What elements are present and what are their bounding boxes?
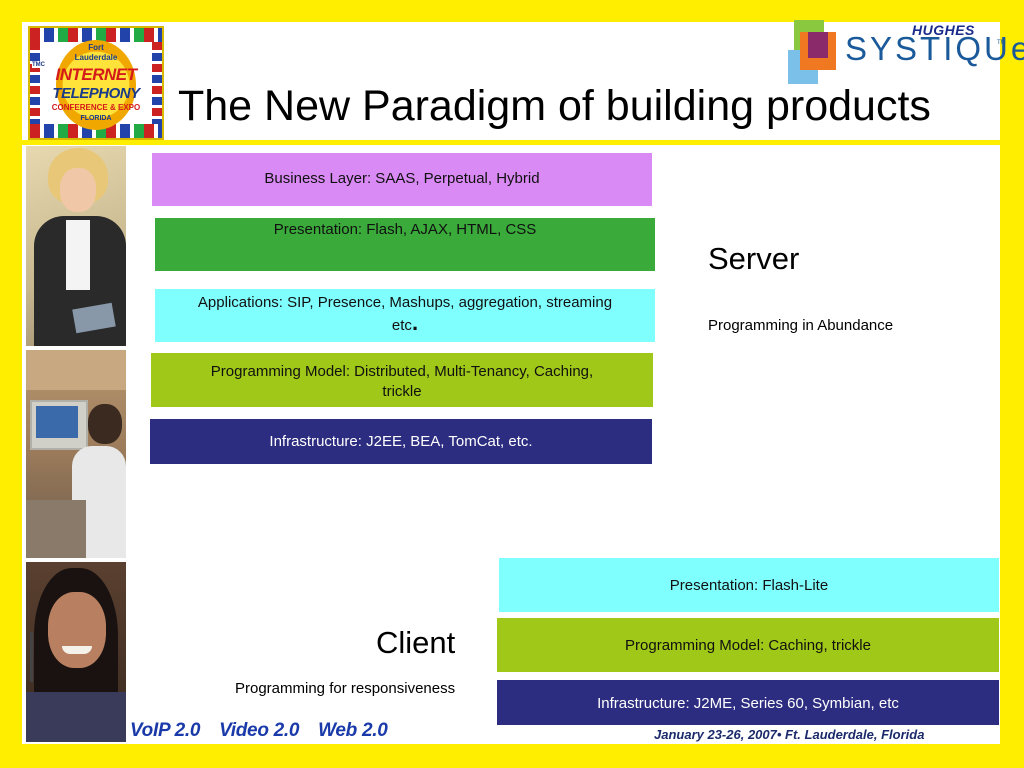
flags-decoration-top [30,28,162,42]
conference-logo: Fort Lauderdale INTERNET TELEPHONY CONFE… [28,26,164,140]
client-layer-infrastructure-label: Infrastructure: J2ME, Series 60, Symbian… [597,695,899,712]
header-divider [22,140,1000,145]
client-label: Client [376,625,456,660]
flags-decoration-right [152,42,162,124]
logo-badge-tmc: TMC [32,62,45,68]
logo-text-telephony: TELEPHONY [52,85,140,102]
footer-voip: VoIP 2.0 [130,720,201,741]
photo-shelf [26,350,126,390]
flags-decoration-bottom [30,124,162,138]
brand-square-purple [808,32,828,58]
server-layer-applications: Applications: SIP, Presence, Mashups, ag… [155,289,655,342]
server-layer-applications-label-2: etc [391,317,412,334]
sun-graphic [56,40,136,130]
server-layer-business-label: Business Layer: SAAS, Perpetual, Hybrid [264,170,540,187]
photo-video-caller [26,350,126,558]
brand-trademark: TM [997,40,1006,46]
photo-person-head [88,404,122,444]
logo-text-conference: CONFERENCE & EXPO [51,103,141,112]
server-layer-business: Business Layer: SAAS, Perpetual, Hybrid [152,153,652,206]
server-label: Server [708,241,800,276]
photo-headset-agent [26,562,126,742]
server-layer-infrastructure: Infrastructure: J2EE, BEA, TomCat, etc. [150,419,652,464]
client-layer-presentation-label: Presentation: Flash-Lite [669,577,829,594]
brand-mark-icon [788,20,838,84]
photo-agent-shoulders [26,692,126,742]
server-sublabel: Programming in Abundance [708,317,894,334]
client-layer-programming-model-label: Programming Model: Caching, trickle [625,637,871,654]
footer-tagline: VoIP 2.0 Video 2.0 Web 2.0 [130,720,401,742]
logo-text-florida: FLORIDA [80,115,112,122]
photo-desk [26,500,86,558]
client-layer-programming-model: Programming Model: Caching, trickle [497,618,999,672]
photo-businesswoman [26,146,126,346]
photo-monitor-screen [36,406,78,438]
slide-title: The New Paradigm of building products [178,82,931,130]
client-sublabel: Programming for responsiveness [235,680,456,697]
logo-text-lauderdale: Lauderdale [74,53,118,62]
footer-date-location: January 23-26, 2007• Ft. Lauderdale, Flo… [654,727,925,742]
server-layer-presentation: Presentation: Flash, AJAX, HTML, CSS [155,218,655,271]
server-layer-infrastructure-label: Infrastructure: J2EE, BEA, TomCat, etc. [269,433,533,450]
logo-text-internet: INTERNET [55,65,138,84]
photo-figure-face [60,168,96,212]
logo-text-fort: Fort [88,43,104,52]
client-layer-infrastructure: Infrastructure: J2ME, Series 60, Symbian… [497,680,999,725]
footer-video: Video 2.0 [219,720,300,741]
server-layer-programming-model: Programming Model: Distributed, Multi-Te… [151,353,653,407]
brand-systique-text: SYSTIQUe [845,30,1024,67]
photo-figure-shirt [66,220,90,290]
flags-decoration-left [30,42,40,124]
server-layer-presentation-label: Presentation: Flash, AJAX, HTML, CSS [273,221,537,238]
client-layer-presentation: Presentation: Flash-Lite [499,558,999,612]
brand-hughes-text: HUGHES [912,22,975,38]
photo-agent-face [48,592,106,668]
photo-agent-smile [62,646,92,654]
footer-web: Web 2.0 [318,720,388,741]
photo-headset-mic [30,632,33,682]
server-layer-applications-label: Applications: SIP, Presence, Mashups, ag… [197,294,613,311]
server-layer-programming-model-label: Programming Model: Distributed, Multi-Te… [210,363,594,380]
server-layer-applications-dot: . [411,310,419,335]
server-layer-programming-model-label-2: trickle [382,383,422,400]
